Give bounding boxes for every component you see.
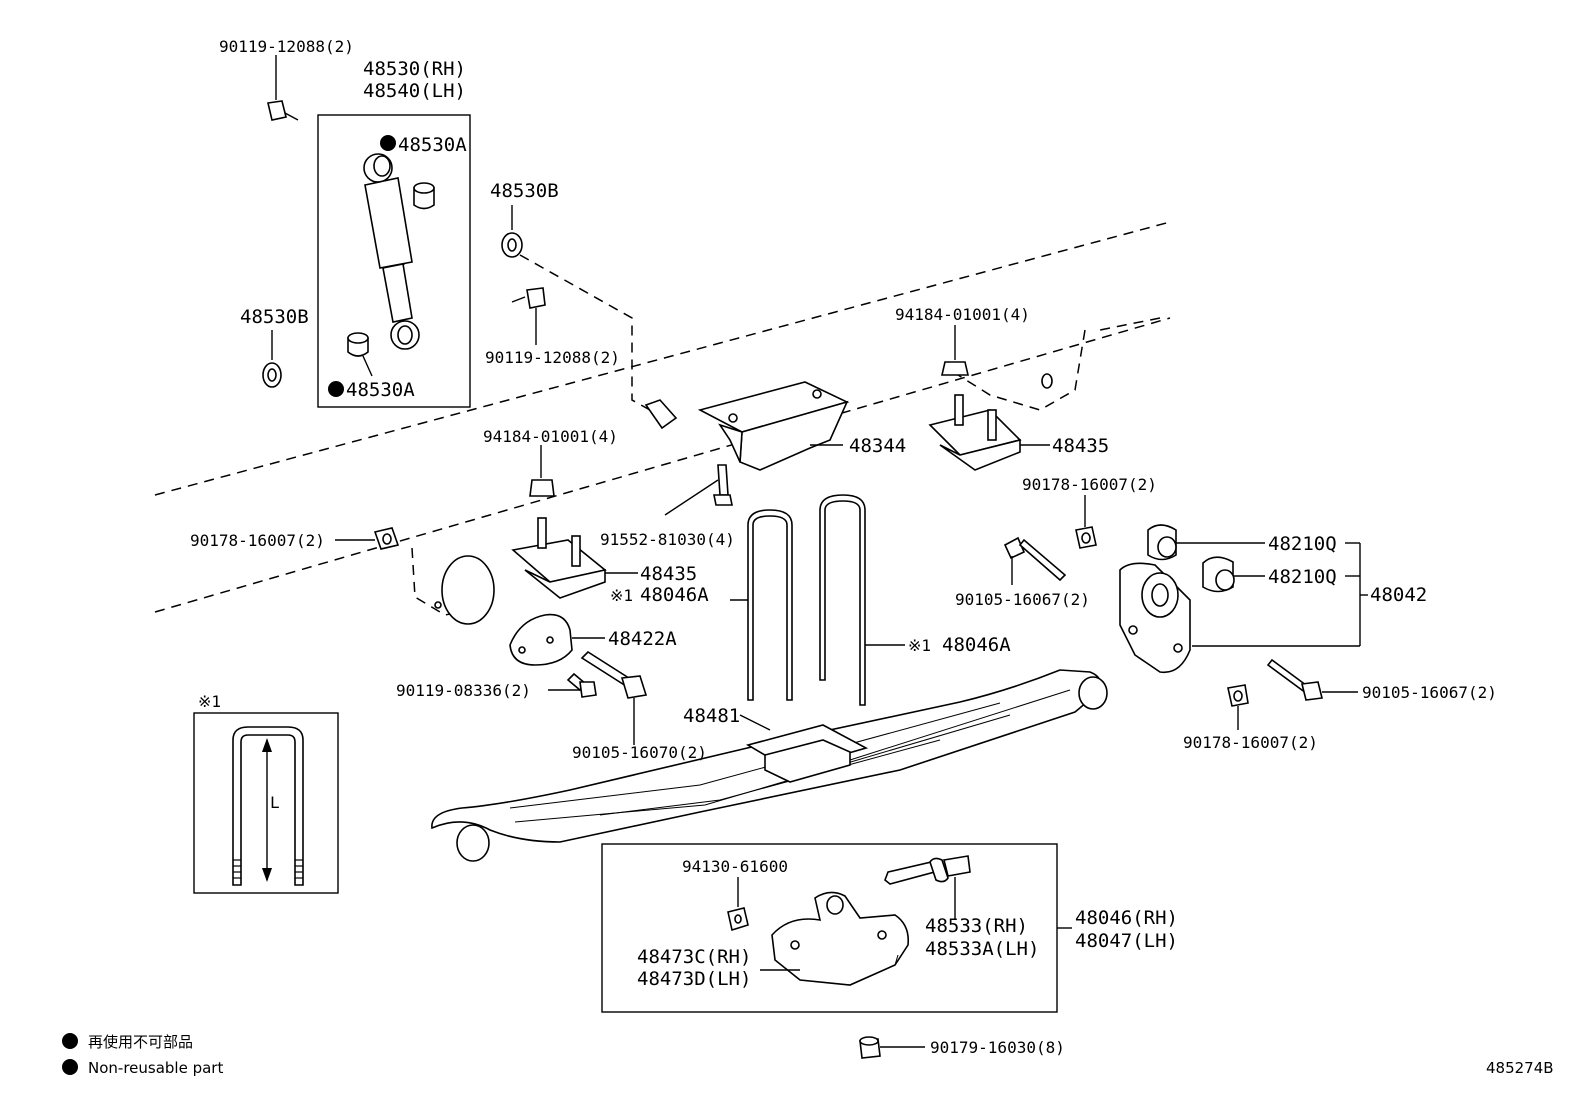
u-bolt-48046a-right [819,494,905,706]
nut-90178-16007-bottom [1227,684,1249,730]
ubolt-dimension-detail: ※1 L [193,692,339,894]
note-mark-right: ※1 [908,636,931,655]
label-48530b-right: 48530B [490,180,559,202]
label-48530a-top: 48530A [398,134,467,156]
note-mark-left: ※1 [610,586,633,605]
shock-upper-bushing [373,155,391,177]
bolt-90119-12088-mid [511,287,546,345]
legend-item-en: Non-reusable part [88,1059,223,1077]
frame-pin [434,601,442,609]
frame-hole-left [441,555,495,625]
leaf-spring-front-eye [456,824,490,862]
dimension-arrow-down-icon [262,868,272,882]
bolt-90119-08336 [548,672,597,698]
part-labels: 90119-12088(2) 48530(RH) 48540(LH) 48530… [190,37,1497,1057]
nut-90178-16007-topright [1075,495,1097,549]
note-box-title: ※1 [198,692,221,711]
dimension-arrow-up-icon [262,738,272,752]
label-94184-01001-left: 94184-01001(4) [483,427,618,446]
u-bolt-48046a-left [730,509,793,701]
label-90119-08336: 90119-08336(2) [396,681,531,700]
label-48473d-lh: 48473D(LH) [637,968,751,990]
label-48473c-rh: 48473C(RH) [637,946,751,968]
non-reusable-mark-icon [328,381,344,397]
shock-lower-bushing [397,325,413,345]
spacer-48481 [739,714,869,783]
label-48422a: 48422A [608,628,677,650]
bolt-90119-12088-top [267,55,299,121]
retainer-48530b-left [262,330,282,388]
label-90179-16030: 90179-16030(8) [930,1038,1065,1057]
bracket-48473 [771,891,910,986]
nut-94184-01001-right [940,325,970,376]
label-90105-16067-right: 90105-16067(2) [1362,683,1497,702]
legend: 再使用不可部品 Non-reusable part [62,1033,223,1077]
retainer-48530b-right [501,205,523,258]
non-reusable-mark-icon [380,135,396,151]
bolt-90105-16067-right [1266,658,1358,701]
shock-body [364,177,413,269]
label-90119-12088-mid: 90119-12088(2) [485,348,620,367]
label-90105-16070: 90105-16070(2) [572,743,707,762]
leaf-spring-rear-eye [1078,676,1108,710]
label-48530a-bottom: 48530A [346,379,415,401]
frame-rail [154,221,1171,625]
bushing-48210q-lower [1202,556,1265,593]
legend-bullet-icon [62,1059,78,1075]
label-48481: 48481 [683,705,740,727]
bolt-90105-16067-mid [1003,536,1067,585]
frame-crossmember-end [644,399,678,430]
legend-item-jp: 再使用不可部品 [88,1033,193,1051]
label-91552-81030: 91552-81030(4) [600,530,735,549]
label-94184-01001-right: 94184-01001(4) [895,305,1030,324]
label-48046-rh: 48046(RH) [1075,907,1178,929]
label-48530-rh: 48530(RH) [363,58,466,80]
nut-90178-16007-left [335,527,400,550]
label-48530b-left: 48530B [240,306,309,328]
label-48046a-left: 48046A [640,584,709,606]
label-48533-rh: 48533(RH) [925,915,1028,937]
label-48435-right: 48435 [1052,435,1109,457]
shock-absorber-box [317,114,471,408]
label-48042: 48042 [1370,584,1427,606]
bracket-assembly-group [601,843,1072,1013]
shock-rod [382,263,413,323]
nut-90179-16030 [859,1036,925,1059]
dimension-label: L [270,793,280,812]
label-48540-lh: 48540(LH) [363,80,466,102]
bolt-91552-81030 [664,464,733,516]
frame-hole-right [1041,373,1053,389]
diagram-id: 485274B [1486,1059,1554,1077]
label-94130-61600: 94130-61600 [682,857,788,876]
label-48435-left: 48435 [640,563,697,585]
label-90105-16067-mid: 90105-16067(2) [955,590,1090,609]
label-90178-16007-topright: 90178-16007(2) [1022,475,1157,494]
label-48047-lh: 48047(LH) [1075,930,1178,952]
seat-48435-left [511,517,638,599]
label-48533a-lh: 48533A(LH) [925,938,1039,960]
shock-absorber-group [317,114,471,408]
nut-94184-01001-left [529,445,555,497]
bumper-48344 [697,381,850,471]
seat-48435-right [928,394,1050,471]
bolt-90105-16070 [580,650,648,745]
label-90178-16007-bottom: 90178-16007(2) [1183,733,1318,752]
label-90119-12088-top: 90119-12088(2) [219,37,354,56]
label-48210q-2: 48210Q [1268,566,1337,588]
shackle-bracket-lines [1345,542,1368,646]
label-48210q-1: 48210Q [1268,533,1337,555]
spacer-48422a [509,613,605,666]
label-90178-16007-left: 90178-16007(2) [190,531,325,550]
label-48344: 48344 [849,435,906,457]
bushing-48210q-upper [1147,524,1265,561]
legend-bullet-icon [62,1033,78,1049]
label-48046a-right: 48046A [942,634,1011,656]
shackle-48042 [1119,562,1360,674]
